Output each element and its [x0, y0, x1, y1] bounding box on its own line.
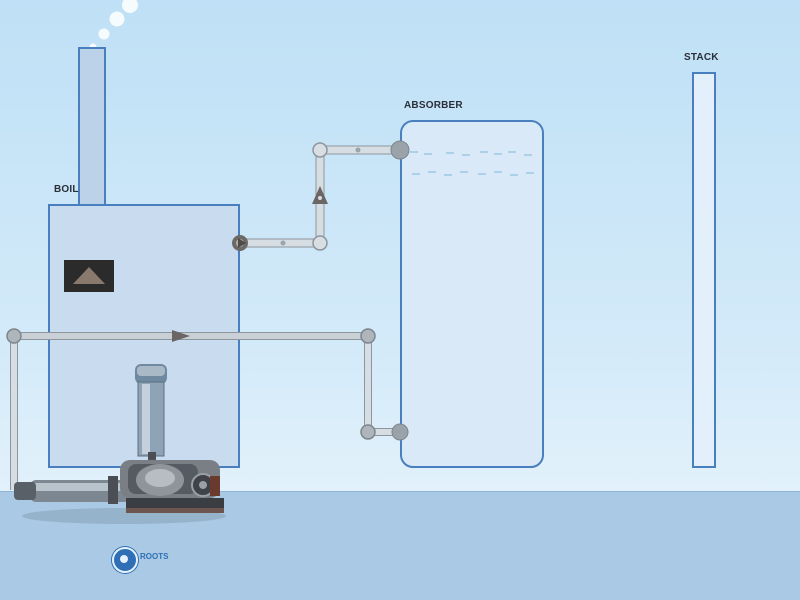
flow-arrow-up: [312, 186, 328, 204]
flow-arrow-right: [172, 330, 190, 342]
roots-blower[interactable]: [14, 364, 226, 524]
valve-icon[interactable]: [232, 235, 248, 251]
roots-logo-icon[interactable]: [112, 547, 138, 573]
stack-column[interactable]: [692, 72, 716, 468]
absorber-liquid-level: [410, 151, 534, 176]
flue-pipe: [236, 140, 410, 251]
boiler-label: BOIL: [54, 184, 79, 195]
return-pipe: [6, 328, 409, 490]
roots-label[interactable]: ROOTS: [140, 552, 169, 561]
absorber-label: ABSORBER: [404, 100, 463, 111]
boiler-chimney: [78, 47, 106, 206]
smoke-puffs: [89, 0, 138, 51]
absorber-vessel[interactable]: [400, 120, 544, 468]
flame-icon: [73, 267, 105, 284]
stack-label: STACK: [684, 52, 719, 63]
